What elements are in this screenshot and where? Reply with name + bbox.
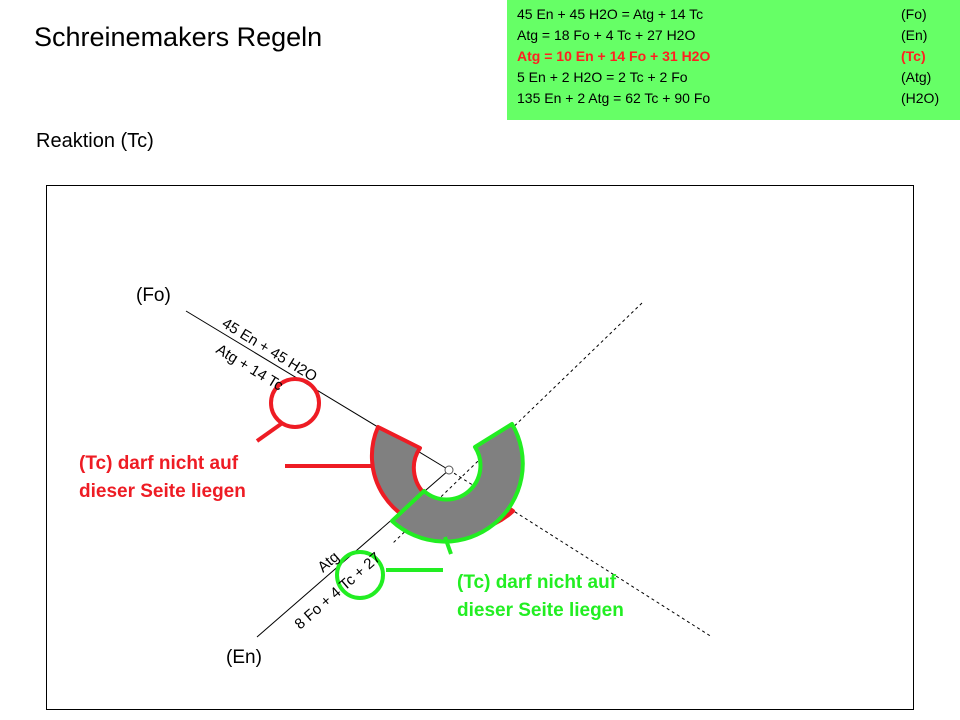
invariant-point bbox=[444, 465, 454, 475]
legend-label: (Tc) bbox=[901, 48, 926, 64]
legend-equation: 135 En + 2 Atg = 62 Tc + 90 Fo bbox=[517, 90, 711, 106]
red-marker-tick bbox=[255, 422, 283, 443]
red-marker-circle bbox=[269, 377, 321, 429]
legend-label: (Atg) bbox=[901, 69, 932, 85]
legend-equation: Atg = 18 Fo + 4 Tc + 27 H2O bbox=[517, 27, 696, 43]
page-title: Schreinemakers Regeln bbox=[34, 22, 323, 52]
green-marker-circle bbox=[335, 550, 385, 600]
en-line-label: (En) bbox=[226, 647, 262, 668]
green-note-line1: (Tc) darf nicht auf bbox=[457, 572, 617, 593]
legend-equation: Atg = 10 En + 14 Fo + 31 H2O bbox=[517, 48, 711, 64]
red-note-line1: (Tc) darf nicht auf bbox=[79, 453, 239, 474]
green-marker-tick bbox=[443, 536, 453, 555]
reaction-subtitle: Reaktion (Tc) bbox=[36, 130, 154, 152]
legend-equation: 5 En + 2 H2O = 2 Tc + 2 Fo bbox=[517, 69, 688, 85]
legend-label: (En) bbox=[901, 27, 928, 43]
diagram-frame bbox=[46, 185, 914, 710]
reaction-legend: 45 En + 45 H2O = Atg + 14 Tc (Fo) Atg = … bbox=[507, 0, 960, 120]
legend-equation: 45 En + 45 H2O = Atg + 14 Tc bbox=[517, 6, 704, 22]
fo-line-label: (Fo) bbox=[136, 285, 171, 306]
green-note-line2: dieser Seite liegen bbox=[457, 600, 624, 621]
tc-reaction-line-lower bbox=[448, 469, 713, 638]
legend-label: (H2O) bbox=[901, 90, 940, 106]
legend-label: (Fo) bbox=[901, 6, 927, 22]
red-note-line2: dieser Seite liegen bbox=[79, 481, 246, 502]
green-forbidden-sector bbox=[390, 422, 525, 544]
